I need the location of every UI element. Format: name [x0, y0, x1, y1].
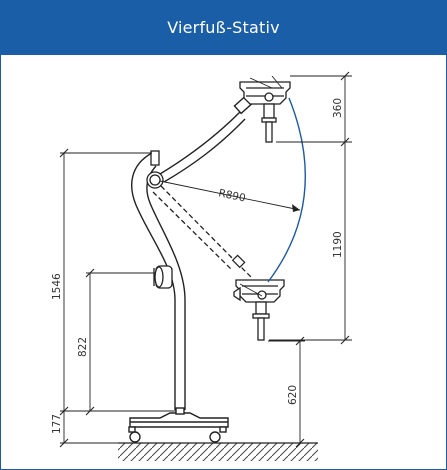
- column-elbow: [146, 150, 164, 189]
- header-bar: Vierfuß-Stativ: [0, 0, 447, 55]
- lower-arm-joint: [231, 254, 246, 269]
- floor: [118, 442, 318, 461]
- label-base-height: 177: [51, 414, 63, 434]
- label-floor-clearance: 620: [287, 385, 299, 405]
- left-dimension-lines: [60, 152, 176, 444]
- lamp-handle-lower: [252, 301, 270, 341]
- label-upper-offset: 360: [332, 98, 344, 118]
- radius-indicator: [159, 97, 307, 283]
- wheel-left-icon: [128, 426, 141, 443]
- left-dimension-ticks: [59, 148, 95, 448]
- lamp-head-upper: [239, 75, 291, 105]
- label-lower-height: 822: [77, 337, 89, 357]
- column-clamp: [153, 265, 173, 289]
- lamp-handle-upper: [261, 103, 277, 143]
- right-dimension-lines: [268, 75, 352, 443]
- label-swing-range: 1190: [332, 231, 344, 258]
- lamp-head-lower: [233, 279, 285, 303]
- wheel-right-icon: [209, 426, 227, 443]
- label-radius: R890: [217, 187, 246, 204]
- page-title: Vierfuß-Stativ: [167, 18, 280, 37]
- right-dimension-ticks: [295, 71, 350, 448]
- label-total-height: 1546: [51, 273, 63, 300]
